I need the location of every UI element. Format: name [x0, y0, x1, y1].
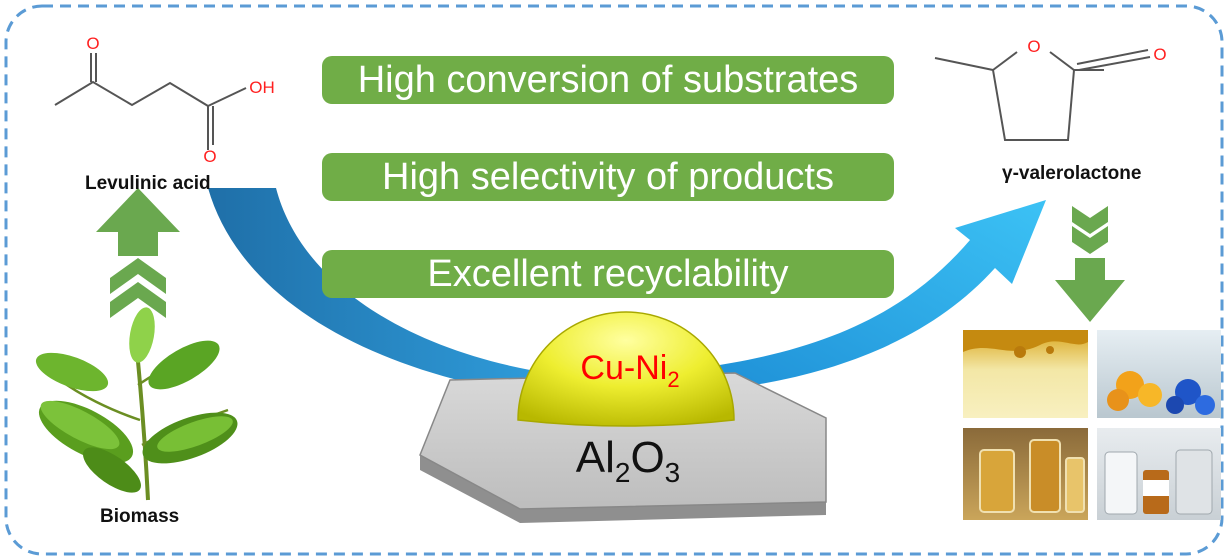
support-o: O [630, 433, 665, 482]
double-chevron-up-icon [110, 258, 166, 318]
hydroxyl-label: OH [249, 78, 275, 97]
support-o-subscript: 3 [664, 456, 681, 488]
leaf-plant-icon [35, 307, 238, 501]
catalyst-dome [517, 311, 735, 427]
lactone-carbonyl-oxygen-label: O [1153, 45, 1166, 64]
product-photo-liquid-glassware [963, 428, 1088, 520]
feature-recyclability: Excellent recyclability [322, 250, 894, 298]
catalyst-metal-subscript: 2 [667, 366, 680, 392]
feature-high-selectivity: High selectivity of products [322, 153, 894, 201]
feature-high-conversion: High conversion of substrates [322, 56, 894, 104]
gvl-label: γ-valerolactone [1002, 163, 1142, 184]
biomass-label: Biomass [100, 506, 180, 527]
support-slab-side [420, 455, 826, 523]
product-photo-plastic-beads [1097, 330, 1221, 418]
support-label: Al2O3 [538, 433, 718, 489]
product-photo-oil [963, 330, 1088, 418]
reaction-arrow-left-band [208, 188, 530, 395]
support-al: Al [575, 433, 615, 482]
up-arrow-icon [96, 188, 180, 256]
dashed-frame [4, 4, 1224, 556]
gvl-structure [934, 49, 1151, 141]
ketone-oxygen-label: O [86, 34, 99, 53]
catalyst-metal-text: Cu-Ni [580, 349, 668, 387]
double-chevron-down-icon [1072, 206, 1108, 254]
down-arrow-icon [1055, 258, 1125, 322]
product-photo-reagent-bottles [1097, 428, 1221, 520]
catalyst-metal-label: Cu-Ni2 [560, 349, 700, 393]
support-al-subscript: 2 [614, 456, 631, 488]
levulinic-acid-label: Levulinic acid [85, 173, 211, 194]
ring-oxygen-label: O [1027, 37, 1040, 56]
carbonyl-oxygen-label: O [203, 147, 216, 166]
levulinic-acid-structure [54, 53, 247, 150]
